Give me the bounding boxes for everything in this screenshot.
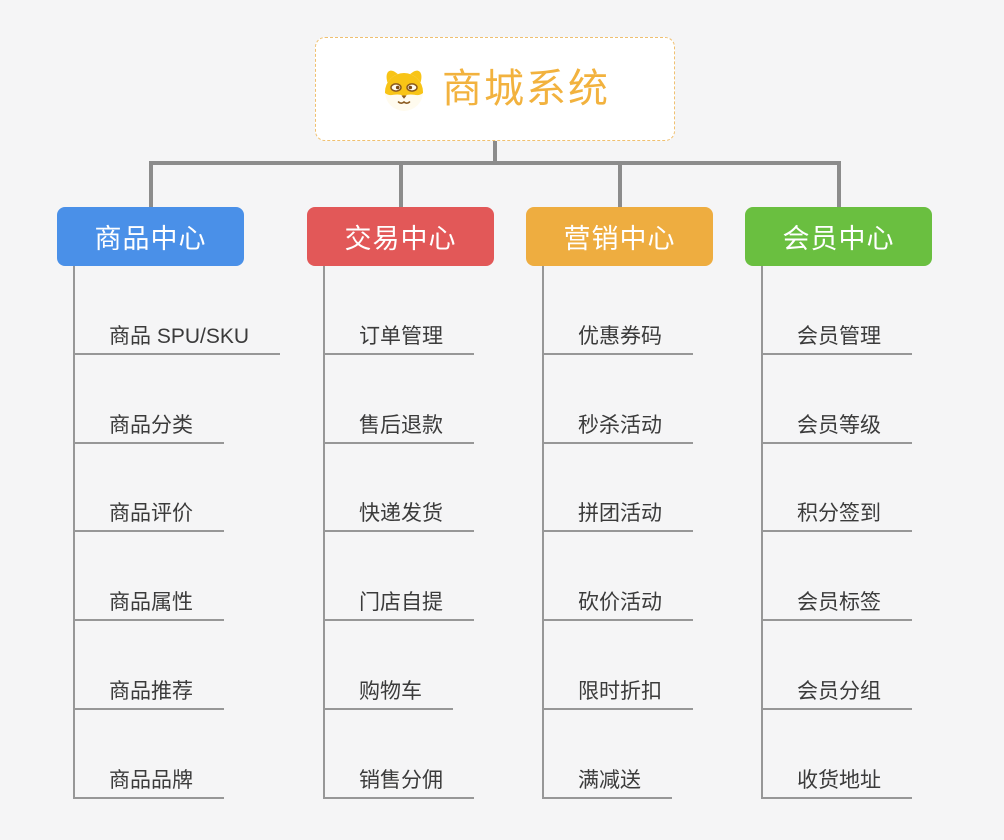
branch-column-2: 交易中心 订单管理售后退款快递发货门店自提购物车销售分佣 [307, 161, 494, 801]
leaf-label: 优惠券码 [578, 324, 662, 348]
branch-label: 会员中心 [782, 224, 895, 254]
branch-node[interactable]: 交易中心 [307, 207, 494, 266]
branch-leaves: 订单管理售后退款快递发货门店自提购物车销售分佣 [323, 266, 474, 799]
branch-column-3: 营销中心 优惠券码秒杀活动拼团活动砍价活动限时折扣满减送 [526, 161, 713, 801]
branch-leaves: 会员管理会员等级积分签到会员标签会员分组收货地址 [761, 266, 912, 799]
connector-branch-drop [398, 165, 403, 207]
leaf-label: 会员分组 [797, 680, 881, 704]
leaf-item[interactable]: 秒杀活动 [544, 355, 693, 444]
branch-label: 交易中心 [344, 224, 457, 254]
leaf-item[interactable]: 订单管理 [325, 266, 474, 355]
leaf-item[interactable]: 拼团活动 [544, 444, 693, 533]
leaf-item[interactable]: 商品分类 [75, 355, 224, 444]
leaf-label: 商品 SPU/SKU [109, 324, 250, 348]
leaf-label: 快递发货 [359, 502, 443, 526]
leaf-label: 商品属性 [109, 591, 193, 615]
branch-label: 营销中心 [563, 224, 676, 254]
leaf-item[interactable]: 收货地址 [763, 710, 912, 799]
branch-leaves: 优惠券码秒杀活动拼团活动砍价活动限时折扣满减送 [542, 266, 693, 799]
leaf-item[interactable]: 售后退款 [325, 355, 474, 444]
leaf-item[interactable]: 积分签到 [763, 444, 912, 533]
leaf-item[interactable]: 销售分佣 [325, 710, 474, 799]
branch-leaves: 商品 SPU/SKU 商品分类商品评价商品属性商品推荐商品品牌 [73, 266, 281, 799]
connector-bus [149, 161, 841, 165]
leaf-item[interactable]: 门店自提 [325, 532, 474, 622]
leaf-item[interactable]: 会员标签 [763, 532, 912, 622]
leaf-item[interactable]: 限时折扣 [544, 621, 693, 711]
leaf-label: 会员等级 [797, 413, 881, 437]
leaf-label: 商品分类 [109, 413, 193, 437]
branch-column-4: 会员中心 会员管理会员等级积分签到会员标签会员分组收货地址 [745, 161, 932, 801]
leaf-label: 秒杀活动 [578, 413, 662, 437]
dog-face-icon [380, 65, 428, 113]
leaf-label: 会员管理 [797, 324, 881, 348]
leaf-item[interactable]: 购物车 [325, 621, 453, 711]
leaf-item[interactable]: 会员分组 [763, 621, 912, 711]
leaf-item[interactable]: 商品推荐 [75, 621, 224, 711]
leaf-item[interactable]: 砍价活动 [544, 532, 693, 622]
leaf-label: 会员标签 [797, 591, 881, 615]
leaf-label: 满减送 [578, 768, 641, 792]
branch-node[interactable]: 会员中心 [745, 207, 932, 266]
leaf-label: 限时折扣 [578, 680, 662, 704]
leaf-item[interactable]: 优惠券码 [544, 266, 693, 355]
leaf-label: 销售分佣 [359, 768, 443, 792]
leaf-label: 积分签到 [797, 502, 881, 526]
leaf-item[interactable]: 商品 SPU/SKU [75, 266, 281, 355]
leaf-label: 商品评价 [109, 502, 193, 526]
branch-node[interactable]: 商品中心 [57, 207, 244, 266]
connector-branch-drop [148, 165, 153, 207]
leaf-item[interactable]: 商品品牌 [75, 710, 224, 799]
connector-branch-drop [836, 165, 841, 207]
leaf-label: 购物车 [359, 680, 422, 704]
root-title: 商城系统 [442, 67, 610, 111]
leaf-item[interactable]: 满减送 [544, 710, 672, 799]
connector-root-drop [493, 141, 497, 161]
branch-node[interactable]: 营销中心 [526, 207, 713, 266]
leaf-item[interactable]: 商品属性 [75, 532, 224, 622]
leaf-item[interactable]: 快递发货 [325, 444, 474, 533]
leaf-label: 拼团活动 [578, 502, 662, 526]
branch-column-1: 商品中心 商品 SPU/SKU 商品分类商品评价商品属性商品推荐商品品牌 [57, 161, 281, 801]
leaf-label: 门店自提 [359, 591, 443, 615]
leaf-label: 订单管理 [359, 324, 443, 348]
leaf-label: 商品品牌 [109, 768, 193, 792]
root-node[interactable]: 商城系统 [315, 37, 675, 141]
leaf-label: 收货地址 [797, 768, 881, 792]
connector-branch-drop [617, 165, 622, 207]
leaf-item[interactable]: 会员等级 [763, 355, 912, 444]
leaf-label: 售后退款 [359, 413, 443, 437]
leaf-item[interactable]: 会员管理 [763, 266, 912, 355]
leaf-label: 砍价活动 [578, 591, 662, 615]
leaf-label: 商品推荐 [109, 680, 193, 704]
leaf-item[interactable]: 商品评价 [75, 444, 224, 533]
branch-label: 商品中心 [94, 224, 207, 254]
